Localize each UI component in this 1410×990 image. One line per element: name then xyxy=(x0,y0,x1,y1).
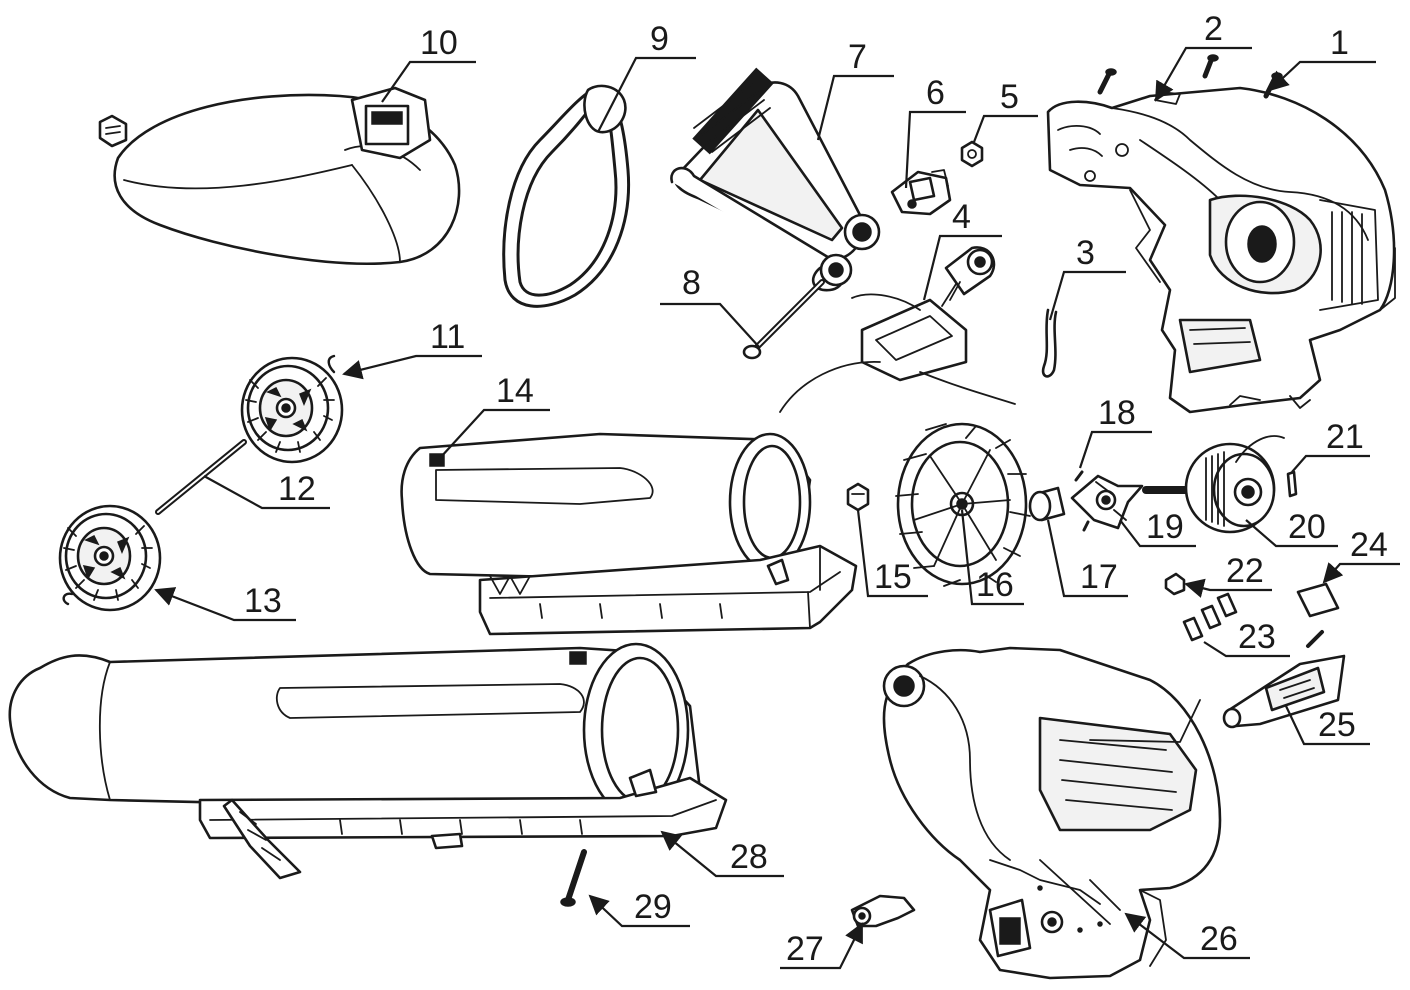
leader-13 xyxy=(154,587,296,622)
leader-19 xyxy=(1119,519,1196,548)
callout-24: 24 xyxy=(1350,526,1388,564)
leader-8 xyxy=(660,302,761,349)
callout-10: 10 xyxy=(420,24,458,62)
impeller-nut xyxy=(846,482,870,512)
long-screw xyxy=(560,849,587,907)
leader-17 xyxy=(1046,519,1128,598)
leader-29 xyxy=(588,894,690,928)
handle-pin xyxy=(742,279,825,360)
callout-28: 28 xyxy=(730,838,768,876)
callout-3: 3 xyxy=(1076,234,1095,272)
leader-12 xyxy=(203,475,330,510)
leader-3 xyxy=(1048,270,1126,321)
upper-tube xyxy=(400,432,858,636)
wheel-lower xyxy=(58,504,162,612)
bearing-bush xyxy=(1028,486,1066,522)
handle xyxy=(670,67,881,292)
impeller-fan xyxy=(895,422,1031,587)
leader-25 xyxy=(1285,705,1370,746)
leader-14 xyxy=(439,408,550,459)
leader-16 xyxy=(960,509,1024,606)
switch-trigger xyxy=(890,169,952,216)
callout-5: 5 xyxy=(1000,78,1019,116)
leader-20 xyxy=(1245,519,1338,548)
carbon-brushes xyxy=(1182,592,1238,642)
leader-27 xyxy=(780,922,863,970)
leader-23 xyxy=(1203,641,1290,658)
axle xyxy=(155,439,247,515)
callout-12: 12 xyxy=(278,470,316,508)
nut xyxy=(960,140,984,168)
cord-bracket xyxy=(1222,630,1346,729)
fan-housing-half xyxy=(882,646,1222,980)
callout-2: 2 xyxy=(1204,10,1223,48)
leader-24 xyxy=(1322,562,1400,584)
leader-1 xyxy=(1268,60,1376,92)
circlip-lower xyxy=(62,592,74,606)
leader-5 xyxy=(972,114,1038,143)
callout-29: 29 xyxy=(634,888,672,926)
callout-16: 16 xyxy=(976,566,1014,604)
callout-17: 17 xyxy=(1080,558,1118,596)
motor-housing-half xyxy=(1046,86,1396,414)
leader-4 xyxy=(922,234,1002,301)
collection-bag xyxy=(98,86,461,265)
leader-26 xyxy=(1124,912,1250,960)
callout-9: 9 xyxy=(650,20,669,58)
callout-19: 19 xyxy=(1146,508,1184,546)
leader-7 xyxy=(816,74,894,141)
callout-21: 21 xyxy=(1326,418,1364,456)
leader-22 xyxy=(1184,578,1272,598)
lower-tube xyxy=(8,642,728,880)
callout-23: 23 xyxy=(1238,618,1276,656)
key-pin xyxy=(1286,470,1298,498)
motor xyxy=(1142,435,1285,534)
leader-15 xyxy=(856,509,928,598)
callout-27: 27 xyxy=(786,930,824,968)
small-nut xyxy=(1164,572,1186,596)
circlip xyxy=(327,354,336,374)
callout-22: 22 xyxy=(1226,552,1264,590)
callout-26: 26 xyxy=(1200,920,1238,958)
callout-8: 8 xyxy=(682,264,701,302)
callout-25: 25 xyxy=(1318,706,1356,744)
shoulder-strap xyxy=(502,84,631,308)
callout-11: 11 xyxy=(430,318,465,356)
leader-28 xyxy=(660,830,784,878)
leader-21 xyxy=(1291,454,1370,473)
leader-6 xyxy=(904,110,966,189)
leader-11 xyxy=(342,354,482,380)
callout-14: 14 xyxy=(496,372,534,410)
leader-9 xyxy=(597,56,696,133)
callout-6: 6 xyxy=(926,74,945,112)
callout-1: 1 xyxy=(1330,24,1349,62)
latch-clip xyxy=(850,894,916,928)
leader-2 xyxy=(1155,46,1252,102)
leader-lines xyxy=(154,46,1400,970)
leader-10 xyxy=(381,60,476,103)
switch-module xyxy=(779,246,1016,413)
label-plate xyxy=(1296,582,1340,618)
callout-7: 7 xyxy=(848,38,867,76)
callout-15: 15 xyxy=(874,558,912,596)
callout-13: 13 xyxy=(244,582,282,620)
callout-18: 18 xyxy=(1098,394,1136,432)
leader-18 xyxy=(1078,430,1152,469)
small-screws xyxy=(1074,470,1090,532)
spring-clip xyxy=(1041,308,1058,378)
callout-20: 20 xyxy=(1288,508,1326,546)
callout-4: 4 xyxy=(952,198,971,236)
callout-labels: 1 2 3 4 5 6 7 8 9 10 11 12 13 14 15 16 1… xyxy=(244,10,1388,968)
motor-bracket xyxy=(1070,474,1144,530)
wheel-upper xyxy=(240,356,344,464)
